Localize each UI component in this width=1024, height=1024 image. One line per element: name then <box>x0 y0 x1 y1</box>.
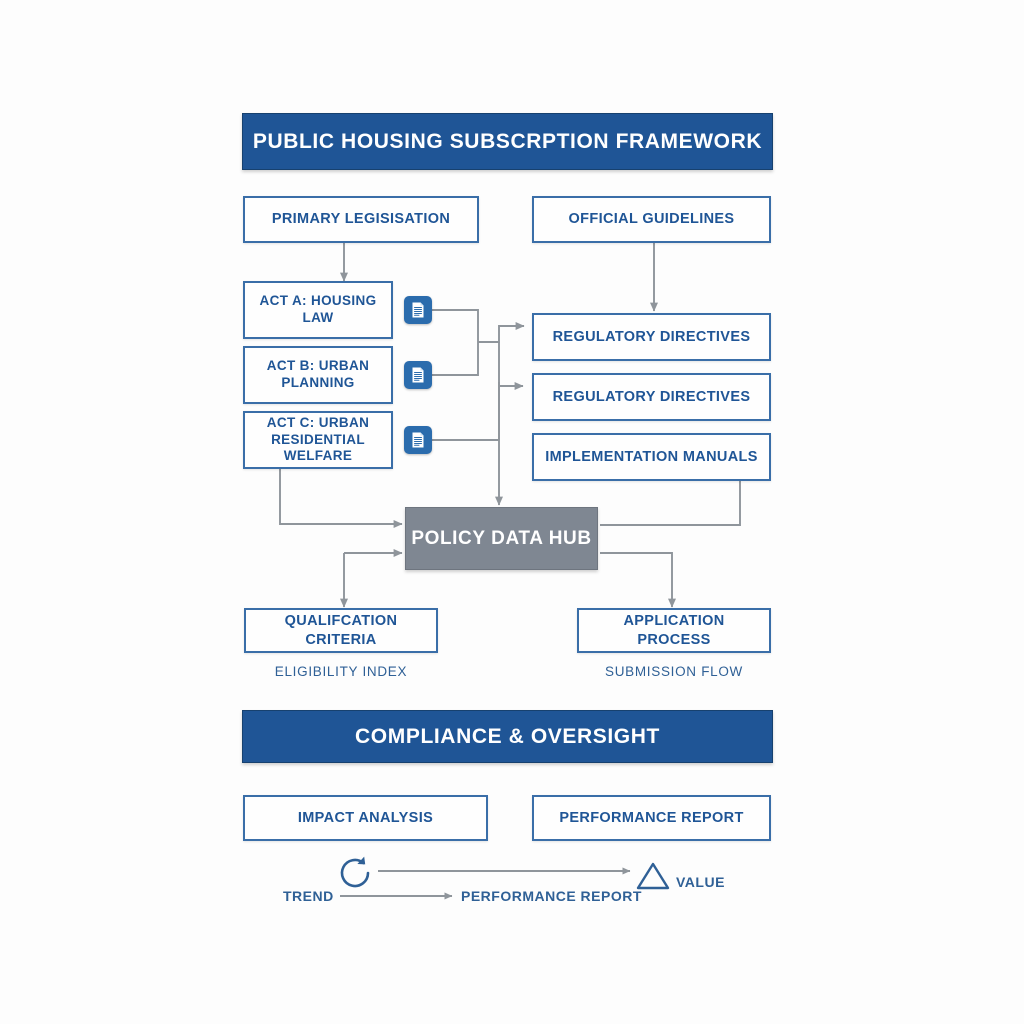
primary-legislation-label: PRIMARY LEGISISATION <box>271 211 451 228</box>
performance-report-box[interactable]: PERFORMANCE REPORT <box>532 795 771 841</box>
qualification-criteria-label: QUALIFCATION CRITERIA <box>284 613 398 648</box>
value-label: VALUE <box>676 874 725 890</box>
header-banner: PUBLIC HOUSING SUBSCRPTION FRAMEWORK <box>242 113 773 170</box>
application-process-label: APPLICATION PROCESS <box>623 613 725 648</box>
official-guidelines-label: OFFICIAL GUIDELINES <box>568 211 735 228</box>
document-icon <box>404 296 432 324</box>
application-process-box[interactable]: APPLICATION PROCESS <box>577 608 771 653</box>
document-icon <box>404 426 432 454</box>
compliance-banner-label: COMPLIANCE & OVERSIGHT <box>355 724 660 748</box>
regulatory-directives-box-2[interactable]: REGULATORY DIRECTIVES <box>532 373 771 421</box>
document-icon <box>404 361 432 389</box>
compliance-banner: COMPLIANCE & OVERSIGHT <box>242 710 773 763</box>
act-c-box[interactable]: ACT C: URBAN RESIDENTIAL WELFARE <box>243 411 393 469</box>
impact-analysis-label: IMPACT ANALYSIS <box>297 809 434 826</box>
regulatory-directives-label-1: REGULATORY DIRECTIVES <box>552 328 751 345</box>
qualification-criteria-box[interactable]: QUALIFCATION CRITERIA <box>244 608 438 653</box>
policy-data-hub[interactable]: POLICY DATA HUB <box>405 507 598 570</box>
performance-report-legend-label: PERFORMANCE REPORT <box>461 888 642 904</box>
regulatory-directives-box-1[interactable]: REGULATORY DIRECTIVES <box>532 313 771 361</box>
refresh-circle-icon <box>334 852 376 899</box>
implementation-manuals-label: IMPLEMENTATION MANUALS <box>545 448 758 465</box>
regulatory-directives-label-2: REGULATORY DIRECTIVES <box>552 388 751 405</box>
act-b-box[interactable]: ACT B: URBAN PLANNING <box>243 346 393 404</box>
act-c-label: ACT C: URBAN RESIDENTIAL WELFARE <box>266 414 370 464</box>
primary-legislation-box[interactable]: PRIMARY LEGISISATION <box>243 196 479 243</box>
performance-report-label: PERFORMANCE REPORT <box>559 809 744 826</box>
act-a-box[interactable]: ACT A: HOUSING LAW <box>243 281 393 339</box>
policy-data-hub-label: POLICY DATA HUB <box>411 527 592 549</box>
triangle-icon <box>634 860 672 897</box>
impact-analysis-box[interactable]: IMPACT ANALYSIS <box>243 795 488 841</box>
trend-label: TREND <box>283 888 334 904</box>
eligibility-index-caption: ELIGIBILITY INDEX <box>274 664 408 679</box>
implementation-manuals-box[interactable]: IMPLEMENTATION MANUALS <box>532 433 771 481</box>
submission-flow-caption: SUBMISSION FLOW <box>604 664 743 679</box>
header-banner-label: PUBLIC HOUSING SUBSCRPTION FRAMEWORK <box>252 129 763 153</box>
act-a-label: ACT A: HOUSING LAW <box>259 293 377 325</box>
act-b-label: ACT B: URBAN PLANNING <box>266 358 370 390</box>
official-guidelines-box[interactable]: OFFICIAL GUIDELINES <box>532 196 771 243</box>
